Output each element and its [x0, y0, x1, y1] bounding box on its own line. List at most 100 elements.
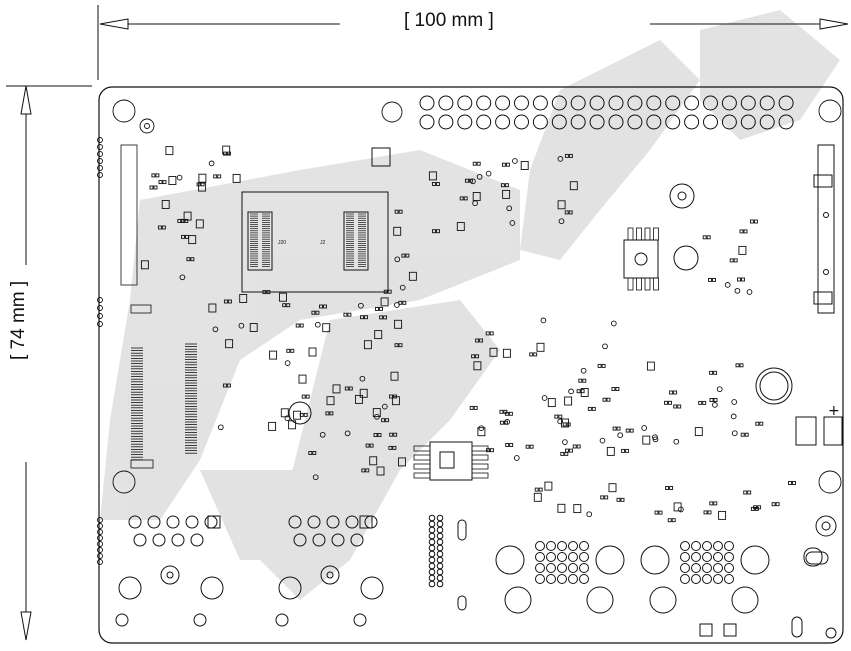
usb-pin — [535, 552, 545, 562]
component — [477, 427, 486, 437]
component — [544, 481, 553, 491]
component — [502, 348, 511, 358]
header-pin — [438, 95, 454, 111]
smd-pad — [398, 343, 403, 348]
usb-pin — [579, 563, 589, 573]
module-outline — [241, 191, 389, 293]
smd-pad — [473, 405, 478, 410]
smd-pad — [709, 370, 714, 375]
jack-shell — [360, 576, 384, 600]
usb-pin — [557, 574, 567, 584]
mounting-hole — [112, 470, 136, 494]
jack-pin — [345, 515, 359, 529]
component — [394, 319, 403, 329]
module-connector-pins — [250, 213, 366, 267]
component — [738, 245, 747, 255]
watermark — [100, 10, 840, 600]
smd-pad — [677, 404, 682, 409]
via — [509, 220, 516, 226]
smd-pad — [343, 312, 348, 317]
smd-pad — [771, 502, 776, 507]
component — [561, 418, 569, 428]
jack-shell — [200, 576, 224, 600]
jack-pin — [326, 571, 334, 579]
header-pin — [532, 114, 548, 130]
ic-lead — [627, 277, 634, 291]
smd-pad — [485, 331, 490, 336]
header-pin — [551, 114, 567, 130]
smd-pad — [709, 398, 714, 402]
smd-pad — [500, 183, 505, 188]
smd-pad — [432, 229, 436, 234]
via — [284, 360, 291, 366]
component — [239, 294, 248, 303]
via — [428, 574, 436, 582]
via — [428, 520, 436, 528]
ic-lead — [653, 227, 659, 241]
mounting-hole — [139, 118, 155, 134]
smd-pad — [311, 310, 316, 315]
via — [428, 580, 436, 588]
smd-pad — [162, 180, 167, 185]
smd-pad — [747, 490, 752, 495]
component — [472, 192, 481, 201]
component — [249, 323, 258, 332]
ic-lead — [471, 472, 489, 479]
smd-pad — [669, 486, 674, 490]
smd-pad — [222, 383, 227, 388]
jack-pin — [331, 533, 345, 547]
component — [536, 342, 545, 352]
module-right-mark: J2 — [320, 240, 326, 246]
smd-pad — [615, 387, 620, 391]
via — [641, 425, 648, 431]
smd-pad — [739, 363, 744, 368]
smd-pad — [361, 468, 366, 473]
via — [428, 544, 436, 552]
jack-pin — [312, 533, 326, 547]
component — [293, 410, 302, 420]
smd-pad — [181, 234, 185, 239]
smd-pad — [525, 444, 530, 449]
edge-via — [97, 523, 103, 529]
usb-pin — [680, 574, 690, 584]
smd-pad — [702, 400, 707, 405]
via — [176, 174, 183, 181]
via — [485, 170, 492, 177]
header-pin — [495, 95, 511, 111]
smd-pad — [227, 299, 232, 304]
edge-via — [97, 529, 103, 535]
via — [712, 402, 718, 408]
smd-pad — [564, 451, 569, 456]
jack-pin — [275, 613, 289, 627]
header-pin — [570, 114, 586, 130]
usb-shell — [640, 545, 670, 575]
usb-shell — [586, 586, 614, 614]
smd-pad — [759, 421, 764, 426]
edge-via — [97, 535, 103, 541]
via — [208, 160, 215, 167]
usb-pin — [680, 541, 690, 551]
height-dimension-label: [ 74 mm ] — [8, 280, 29, 360]
smd-pad — [667, 518, 672, 523]
smd-pad — [190, 257, 195, 262]
component — [208, 303, 217, 313]
header-pin — [514, 95, 529, 111]
via — [436, 538, 444, 546]
component — [393, 226, 402, 236]
component — [232, 173, 241, 183]
via — [716, 386, 723, 393]
ic-leads — [413, 227, 659, 479]
smd-pad — [323, 304, 327, 309]
smd-pad — [658, 510, 663, 515]
smd-pad — [708, 277, 712, 282]
component — [642, 435, 651, 445]
smd-pad — [706, 235, 711, 240]
smd-pad — [375, 306, 379, 311]
edge-via — [97, 297, 103, 303]
component — [557, 503, 566, 513]
via — [399, 284, 406, 291]
smd-pad — [508, 411, 513, 416]
smd-pad — [301, 394, 306, 399]
usb-pin — [546, 541, 556, 551]
jack-pin — [326, 515, 340, 529]
